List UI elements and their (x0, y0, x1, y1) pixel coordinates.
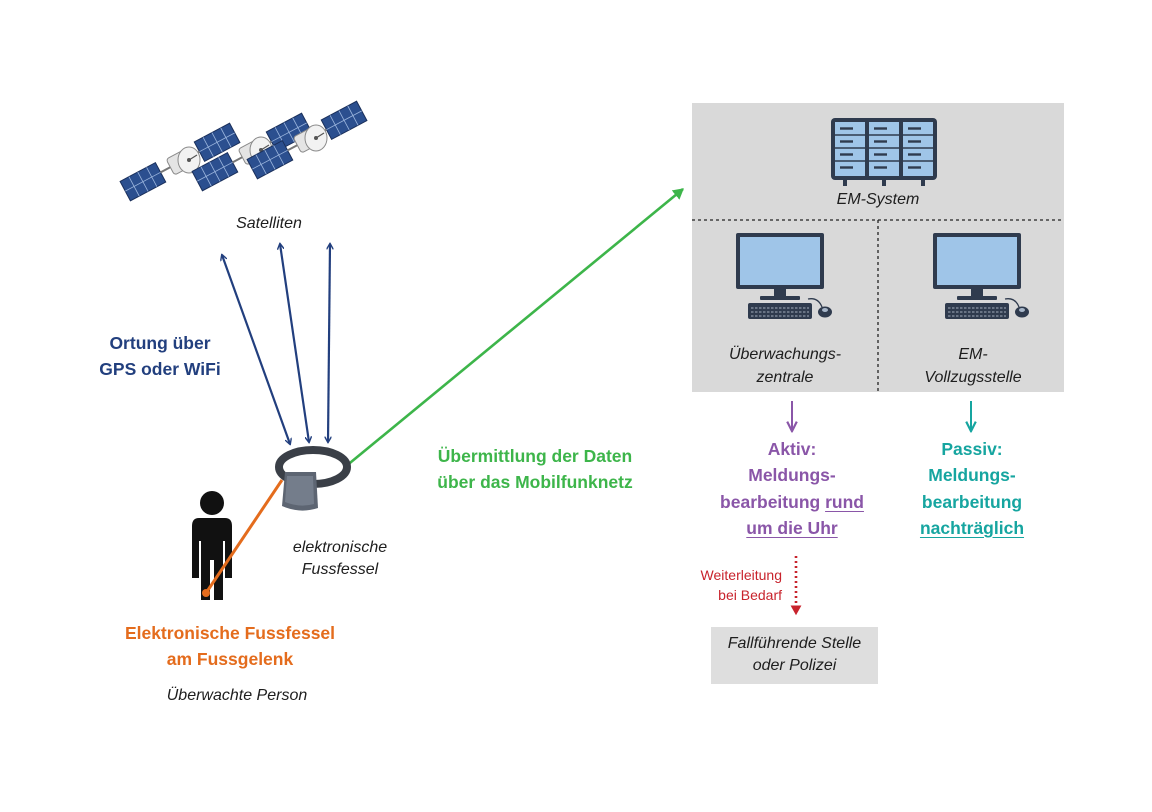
forwarding-line-2: bei Bedarf (718, 587, 782, 604)
localization-line-2: GPS oder WiFi (99, 359, 221, 380)
person-caption: Überwachte Person (166, 687, 308, 704)
active-line-3-plain: bearbeitung (720, 491, 826, 512)
localization-label: Ortung über GPS oder WiFi (75, 330, 245, 383)
person-title-line-1: Elektronische Fussfessel (124, 623, 336, 643)
case-office-line-2: oder Polizei (752, 657, 837, 675)
monitoring-center-line-1: Überwachungs- (728, 346, 842, 363)
passive-processing-label: Passiv: Meldungs- bearbeitung nachträgli… (882, 436, 1062, 541)
case-office-box (711, 627, 878, 684)
anklet-link-line (204, 479, 284, 594)
passive-line-1: Passiv: (941, 439, 1003, 459)
passive-line-4-underlined: nachträglich (919, 517, 1025, 538)
forwarding-line-1: Weiterleitung (700, 567, 782, 583)
monitoring-center-label: Überwachungs- zentrale (705, 343, 865, 389)
case-office-label: Fallführende Stelle oder Polizei (711, 633, 878, 678)
active-line-2: Meldungs- (748, 465, 836, 486)
anklet-label: elektronische Fussfessel (272, 537, 408, 582)
active-line-1: Aktiv: (767, 439, 817, 459)
em-system-label: EM-System (836, 191, 920, 208)
gps-arrow (328, 244, 330, 442)
active-line-3-underlined: rund (825, 491, 864, 512)
passive-line-4: nachträglich (882, 515, 1062, 541)
monitoring-center-line-2: zentrale (756, 369, 814, 387)
ankle-monitor-icon (275, 446, 351, 511)
server-rack-icon (831, 118, 937, 186)
passive-line-2: Meldungs- (928, 465, 1016, 486)
data-transmission-arrow (344, 187, 684, 469)
enforcement-line-1: EM- (958, 346, 988, 363)
gps-arrow (280, 244, 309, 442)
enforcement-office-label: EM- Vollzugsstelle (903, 343, 1043, 389)
case-office-line-1: Fallführende Stelle (727, 635, 862, 652)
localization-line-1: Ortung über (109, 333, 211, 353)
transmission-line-1: Übermittlung der Daten (437, 446, 633, 466)
person-title-line-2: am Fussgelenk (166, 649, 294, 670)
person-icon (192, 491, 232, 600)
satellites-label: Satelliten (236, 215, 302, 232)
passive-line-3: bearbeitung (921, 491, 1023, 512)
forwarding-label: Weiterleitung bei Bedarf (668, 565, 782, 606)
active-line-3: bearbeitung rund (692, 489, 892, 515)
active-processing-label: Aktiv: Meldungs- bearbeitung rund um die… (692, 436, 892, 541)
transmission-label: Übermittlung der Daten über das Mobilfun… (410, 443, 660, 496)
anklet-line-2: Fussfessel (301, 561, 379, 579)
enforcement-line-2: Vollzugsstelle (924, 369, 1022, 387)
person-title: Elektronische Fussfessel am Fussgelenk (95, 620, 365, 673)
transmission-line-2: über das Mobilfunknetz (437, 472, 633, 493)
active-line-4: um die Uhr (692, 515, 892, 541)
anklet-line-1: elektronische (292, 539, 388, 556)
active-line-4-underlined: um die Uhr (746, 517, 838, 538)
